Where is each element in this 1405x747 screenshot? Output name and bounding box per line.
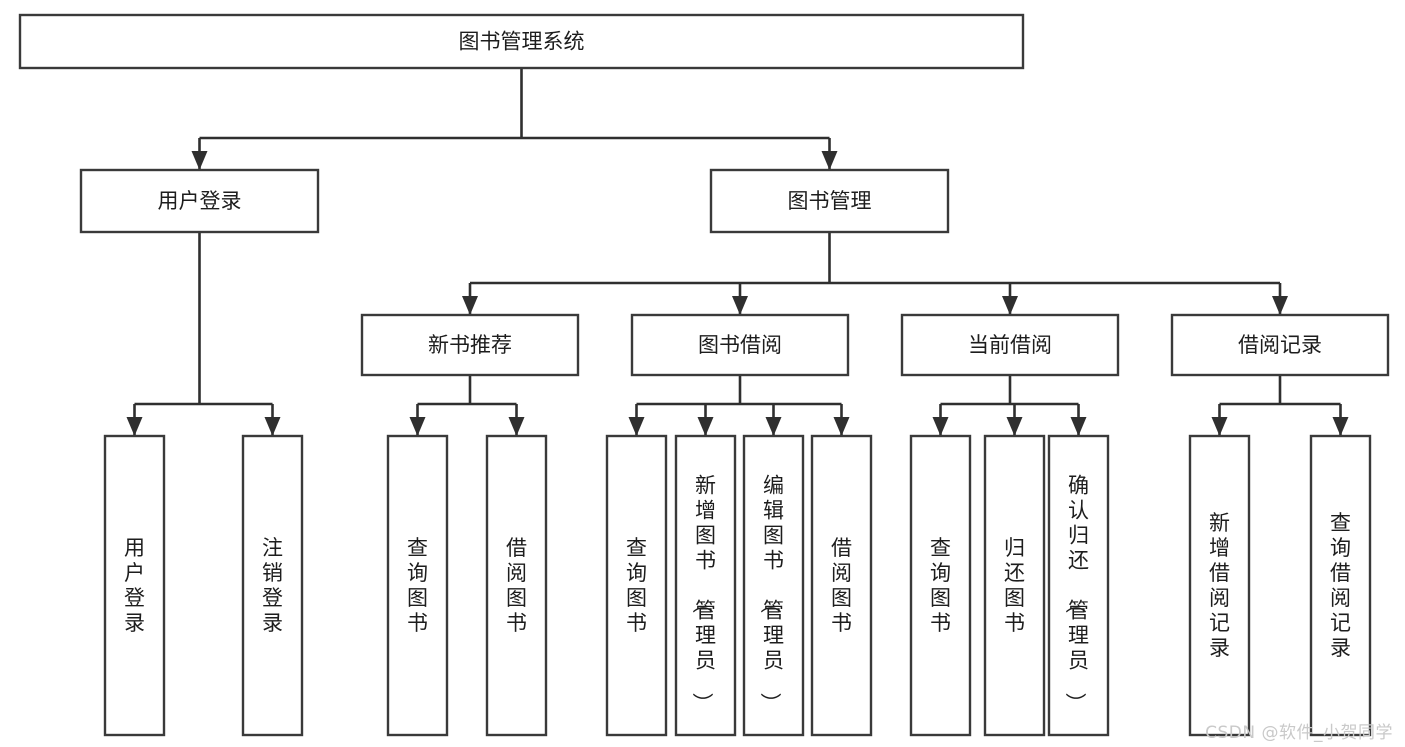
node-label-user-login: 用户登录: [158, 189, 242, 213]
node-box-leaf-logout[interactable]: [241, 434, 304, 737]
node-label-leaf-logout: 注销登录: [262, 536, 283, 635]
node-root[interactable]: 图书管理系统: [18, 13, 1025, 70]
node-leaf-add-borrow-record[interactable]: 新增借阅记录: [1188, 434, 1251, 737]
node-box-book-borrow[interactable]: [630, 313, 850, 377]
node-layer: 图书管理系统用户登录图书管理新书推荐图书借阅当前借阅借阅记录用户登录注销登录查询…: [18, 13, 1390, 737]
node-box-leaf-add-borrow-record[interactable]: [1188, 434, 1251, 737]
node-box-leaf-query-book-current[interactable]: [909, 434, 972, 737]
arrow-icon-leaf-query-book-recommend: [409, 417, 426, 436]
node-leaf-query-book-borrow[interactable]: 查询图书: [605, 434, 668, 737]
node-label-book-borrow: 图书借阅: [698, 333, 782, 357]
arrow-icon-leaf-query-borrow-record: [1332, 417, 1349, 436]
arrow-icon-leaf-add-book-admin: [697, 417, 714, 436]
node-book-management[interactable]: 图书管理: [709, 168, 950, 234]
node-label-leaf-query-book-borrow: 查询图书: [626, 536, 647, 635]
arrow-icon-leaf-user-login: [126, 417, 143, 436]
node-box-leaf-confirm-return-admin[interactable]: [1047, 434, 1110, 737]
node-box-leaf-query-book-borrow[interactable]: [605, 434, 668, 737]
node-label-new-book-recommend: 新书推荐: [428, 333, 512, 357]
node-label-leaf-query-book-recommend: 查询图书: [407, 536, 428, 635]
node-leaf-user-login[interactable]: 用户登录: [103, 434, 166, 737]
node-label-leaf-edit-book-admin: 编辑图书（管理员）: [758, 474, 784, 714]
node-box-leaf-edit-book-admin[interactable]: [742, 434, 805, 737]
arrow-icon-borrow-record: [1272, 296, 1288, 315]
node-new-book-recommend[interactable]: 新书推荐: [360, 313, 580, 377]
node-label-book-management: 图书管理: [788, 189, 872, 213]
node-label-leaf-add-book-admin: 新增图书（管理员）: [690, 474, 716, 714]
arrow-icon-leaf-borrow-book: [833, 417, 850, 436]
node-box-leaf-add-book-admin[interactable]: [674, 434, 737, 737]
arrow-icon-new-book-recommend: [462, 296, 478, 315]
node-leaf-borrow-book-recommend[interactable]: 借阅图书: [485, 434, 548, 737]
node-book-borrow[interactable]: 图书借阅: [630, 313, 850, 377]
arrow-icon-leaf-return-book: [1006, 417, 1023, 436]
node-leaf-borrow-book[interactable]: 借阅图书: [810, 434, 873, 737]
arrow-icon-current-borrow: [1002, 296, 1018, 315]
node-leaf-query-book-current[interactable]: 查询图书: [909, 434, 972, 737]
arrow-icon-leaf-query-book-current: [932, 417, 949, 436]
node-box-leaf-borrow-book-recommend[interactable]: [485, 434, 548, 737]
arrow-icon-leaf-logout: [264, 417, 281, 436]
node-box-leaf-query-book-recommend[interactable]: [386, 434, 449, 737]
node-label-leaf-add-borrow-record: 新增借阅记录: [1209, 511, 1230, 660]
node-label-leaf-return-book: 归还图书: [1004, 536, 1025, 635]
node-leaf-add-book-admin[interactable]: 新增图书（管理员）: [674, 434, 737, 737]
node-box-leaf-user-login[interactable]: [103, 434, 166, 737]
arrow-icon-leaf-edit-book-admin: [765, 417, 782, 436]
node-leaf-return-book[interactable]: 归还图书: [983, 434, 1046, 737]
arrow-icon-leaf-query-book-borrow: [628, 417, 645, 436]
node-box-new-book-recommend[interactable]: [360, 313, 580, 377]
node-box-user-login[interactable]: [79, 168, 320, 234]
node-label-leaf-query-borrow-record: 查询借阅记录: [1330, 511, 1351, 660]
node-leaf-logout[interactable]: 注销登录: [241, 434, 304, 737]
node-box-current-borrow[interactable]: [900, 313, 1120, 377]
node-label-leaf-user-login: 用户登录: [124, 536, 145, 635]
arrow-icon-leaf-borrow-book-recommend: [508, 417, 525, 436]
node-box-leaf-return-book[interactable]: [983, 434, 1046, 737]
node-label-root: 图书管理系统: [459, 30, 585, 54]
node-label-leaf-borrow-book-recommend: 借阅图书: [506, 536, 527, 635]
node-leaf-confirm-return-admin[interactable]: 确认归还（管理员）: [1047, 434, 1110, 737]
node-leaf-edit-book-admin[interactable]: 编辑图书（管理员）: [742, 434, 805, 737]
node-label-leaf-confirm-return-admin: 确认归还（管理员）: [1063, 474, 1089, 714]
arrow-icon-book-borrow: [732, 296, 748, 315]
arrow-icon-user-login: [191, 151, 208, 170]
node-box-borrow-record[interactable]: [1170, 313, 1390, 377]
node-leaf-query-borrow-record[interactable]: 查询借阅记录: [1309, 434, 1372, 737]
node-box-book-management[interactable]: [709, 168, 950, 234]
node-user-login[interactable]: 用户登录: [79, 168, 320, 234]
node-current-borrow[interactable]: 当前借阅: [900, 313, 1120, 377]
node-label-leaf-borrow-book: 借阅图书: [831, 536, 852, 635]
node-borrow-record[interactable]: 借阅记录: [1170, 313, 1390, 377]
node-leaf-query-book-recommend[interactable]: 查询图书: [386, 434, 449, 737]
node-label-current-borrow: 当前借阅: [968, 333, 1052, 357]
arrow-icon-book-management: [821, 151, 838, 170]
arrow-icon-leaf-add-borrow-record: [1211, 417, 1228, 436]
node-label-borrow-record: 借阅记录: [1238, 333, 1322, 357]
node-box-root[interactable]: [18, 13, 1025, 70]
arrow-icon-leaf-confirm-return-admin: [1070, 417, 1087, 436]
node-box-leaf-query-borrow-record[interactable]: [1309, 434, 1372, 737]
connector-layer: [126, 68, 1349, 436]
node-label-leaf-query-book-current: 查询图书: [930, 536, 951, 635]
node-box-leaf-borrow-book[interactable]: [810, 434, 873, 737]
